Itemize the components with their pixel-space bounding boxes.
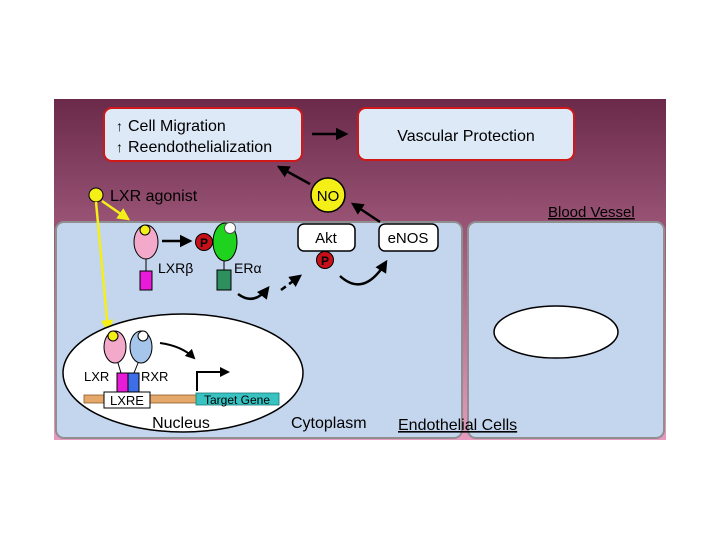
lxr-agonist-label: LXR agonist: [110, 188, 198, 205]
blood-vessel-label: Blood Vessel: [548, 204, 635, 221]
cytoplasm-label: Cytoplasm: [291, 415, 367, 432]
cell-migration-box: [103, 107, 303, 162]
nucleus-label: Nucleus: [152, 415, 210, 432]
vascular-protection-label: Vascular Protection: [397, 128, 535, 145]
arrow-enos-to-no: [350, 202, 381, 224]
arrow-agonist-to-lxr-beta: [101, 199, 131, 221]
reendothelialization-label: Reendothelialization: [128, 139, 272, 156]
arrow-no-to-migration: [276, 165, 311, 186]
no-label: NO: [317, 188, 340, 205]
lxr-ligand: [107, 330, 119, 342]
enos-label: eNOS: [388, 230, 429, 247]
akt-box: [297, 223, 356, 252]
lxr-beta-label: LXRβ: [158, 260, 193, 276]
arrow-to-akt: [280, 274, 303, 292]
up-arrow-migration: ↑: [116, 118, 123, 134]
er-alpha-phospho-label: P: [200, 236, 208, 250]
arrow-agonist-to-nucleus: [94, 201, 114, 333]
endothelial-cells-label: Endothelial Cells: [398, 417, 517, 434]
akt-phosphorylation: [316, 251, 334, 269]
arrow-akt-to-enos: [339, 259, 388, 286]
er-alpha-ligand: [224, 222, 236, 234]
enos-box: [378, 223, 439, 252]
er-alpha-label: ERα: [234, 260, 262, 276]
akt-label: Akt: [315, 230, 338, 247]
vascular-protection-box: [357, 107, 575, 161]
lxre-label: LXRE: [110, 393, 144, 408]
lxr-beta-ligand: [139, 224, 151, 236]
target-gene-label: Target Gene: [204, 393, 270, 407]
arrow-receptor-to-promoter: [159, 342, 196, 360]
lxr-domain: [116, 372, 129, 393]
rxr-stem: [133, 362, 139, 374]
right-cell-nucleus: [493, 305, 619, 359]
rxr-domain: [127, 372, 140, 393]
lxr-beta-domain: [139, 270, 153, 291]
er-alpha-domain: [216, 269, 232, 291]
lxr-stem: [117, 362, 122, 374]
akt-phospho-label: P: [321, 254, 329, 268]
lxr-label: LXR: [84, 369, 109, 384]
transcription-start-arrow: [196, 367, 230, 391]
target-gene-segment: [195, 392, 280, 406]
up-arrow-reendothelialization: ↑: [116, 139, 123, 155]
cell-migration-label: Cell Migration: [128, 118, 226, 135]
lxr-agonist-ligand: [88, 187, 104, 203]
no-molecule: [310, 177, 346, 213]
arrow-er-alpha-curve: [237, 286, 270, 301]
rxr-ligand: [137, 330, 149, 342]
rxr-label: RXR: [141, 369, 168, 384]
